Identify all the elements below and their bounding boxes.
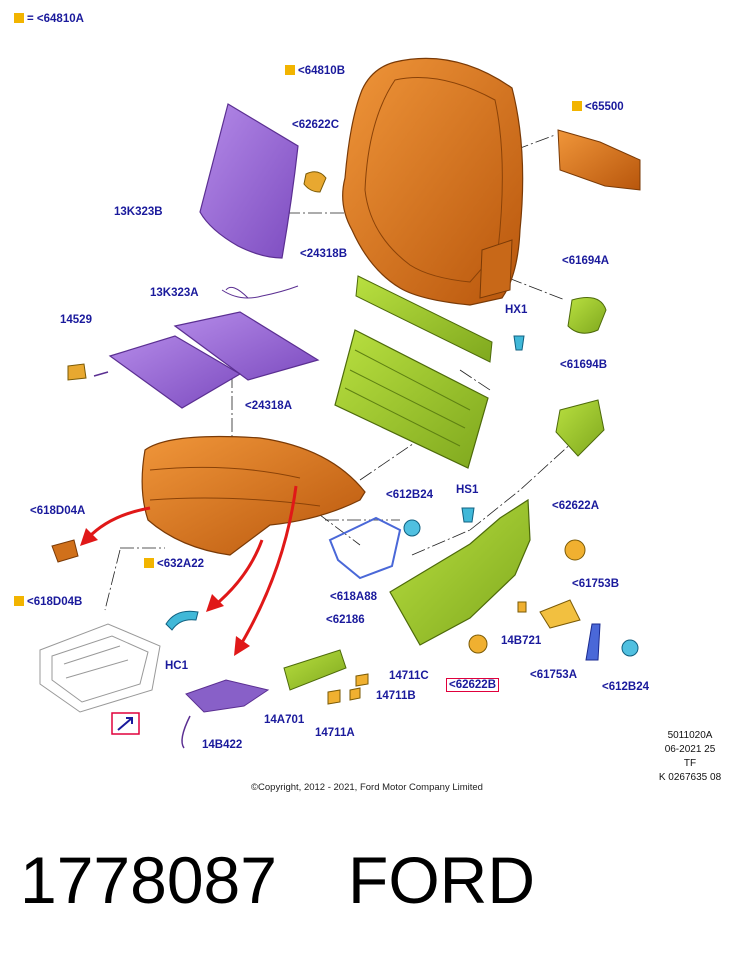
clip-hc1	[165, 610, 199, 631]
red-arrows	[86, 485, 298, 647]
label-632a22[interactable]: <632A22	[144, 558, 204, 571]
label-hc1[interactable]: HC1	[165, 660, 189, 672]
meta-line: 06-2021 25	[664, 744, 716, 755]
clip-62622c	[303, 171, 327, 193]
part-61753b	[539, 599, 581, 629]
harness-14b422	[185, 679, 270, 713]
label-14711a[interactable]: 14711A	[315, 727, 355, 739]
yellow-square-icon	[285, 65, 295, 75]
label-14711b[interactable]: 14711B	[376, 690, 416, 702]
label-64810b[interactable]: <64810B	[285, 65, 345, 78]
label-62186[interactable]: <62186	[326, 614, 365, 626]
meta-line: TF	[683, 758, 697, 769]
bracket-65500	[557, 129, 641, 191]
label-618a88[interactable]: <618A88	[330, 591, 377, 603]
label-62622c[interactable]: <62622C	[292, 119, 339, 131]
label-61694a[interactable]: <61694A	[562, 255, 609, 267]
label-14a701[interactable]: 14A701	[264, 714, 305, 726]
yellow-square-icon	[572, 101, 582, 111]
label-13k323b[interactable]: 13K323B	[114, 206, 163, 218]
bolt-hx1	[513, 335, 525, 351]
knob-62622a	[564, 539, 586, 561]
connector-14711b	[349, 687, 361, 701]
label-612b24-top[interactable]: <612B24	[386, 489, 433, 501]
highlight-box	[111, 712, 140, 735]
seat-cushion-cover	[108, 286, 320, 409]
connector-14711c	[355, 673, 369, 687]
label-65500[interactable]: <65500	[572, 101, 624, 114]
highlighted-part-number: <62622B	[446, 678, 499, 692]
label-62622b[interactable]: <62622B	[446, 678, 499, 692]
knob-612b24-top	[403, 519, 421, 537]
label-hs1[interactable]: HS1	[456, 484, 479, 496]
lumbar-24318a	[334, 329, 489, 469]
legend-text: = <64810A	[27, 13, 84, 25]
rail-24318b	[355, 275, 493, 363]
label-14b422[interactable]: 14B422	[202, 739, 243, 751]
label-24318b[interactable]: <24318B	[300, 248, 347, 260]
part-61694a	[567, 297, 607, 334]
legend: = <64810A	[14, 13, 84, 26]
label-61694b[interactable]: <61694B	[560, 359, 607, 371]
label-62622a[interactable]: <62622A	[552, 500, 599, 512]
yellow-square-icon	[14, 596, 24, 606]
bolt-hs1	[461, 507, 475, 523]
part-61694b	[555, 399, 605, 457]
label-61753a[interactable]: <61753A	[530, 669, 577, 681]
seat-back-cover	[199, 103, 299, 299]
copyright-notice: ©Copyright, 2012 - 2021, Ford Motor Comp…	[251, 782, 483, 793]
label-14529[interactable]: 14529	[60, 314, 92, 326]
knob-612b24-bottom	[621, 639, 639, 657]
wire-618a88	[328, 516, 402, 580]
part-number: 1778087	[20, 843, 277, 917]
brand-name: FORD	[348, 843, 535, 917]
meta-line: 5011020A	[667, 730, 713, 741]
arrow-icon	[117, 717, 133, 731]
label-24318a[interactable]: <24318A	[245, 400, 292, 412]
label-618d04a[interactable]: <618D04A	[30, 505, 86, 517]
seat-base-frame	[39, 623, 161, 713]
knob-62622b	[468, 634, 488, 654]
label-hx1[interactable]: HX1	[505, 304, 528, 316]
seat-back-foam	[342, 57, 524, 306]
legend-square-icon	[14, 13, 24, 23]
yellow-square-icon	[144, 558, 154, 568]
label-61753b[interactable]: <61753B	[572, 578, 619, 590]
part-618d04a	[51, 539, 79, 563]
connector-14711a	[327, 689, 341, 705]
side-shield-62186	[389, 498, 531, 646]
part-14b721	[517, 601, 527, 613]
seat-cushion-foam	[141, 435, 366, 556]
meta-line: K 0267635 08	[658, 772, 722, 783]
module-14a701	[283, 649, 347, 691]
label-612b24-bottom[interactable]: <612B24	[602, 681, 649, 693]
label-14711c[interactable]: 14711C	[389, 670, 429, 682]
label-14b721[interactable]: 14B721	[501, 635, 542, 647]
part-14529	[67, 363, 87, 381]
seat-exploded-diagram	[39, 57, 641, 749]
drawing-meta: 5011020A 06-2021 25 TF K 0267635 08	[650, 729, 730, 785]
label-618d04b[interactable]: <618D04B	[14, 596, 82, 609]
label-13k323a[interactable]: 13K323A	[150, 287, 199, 299]
part-61753a-blue	[585, 623, 601, 661]
